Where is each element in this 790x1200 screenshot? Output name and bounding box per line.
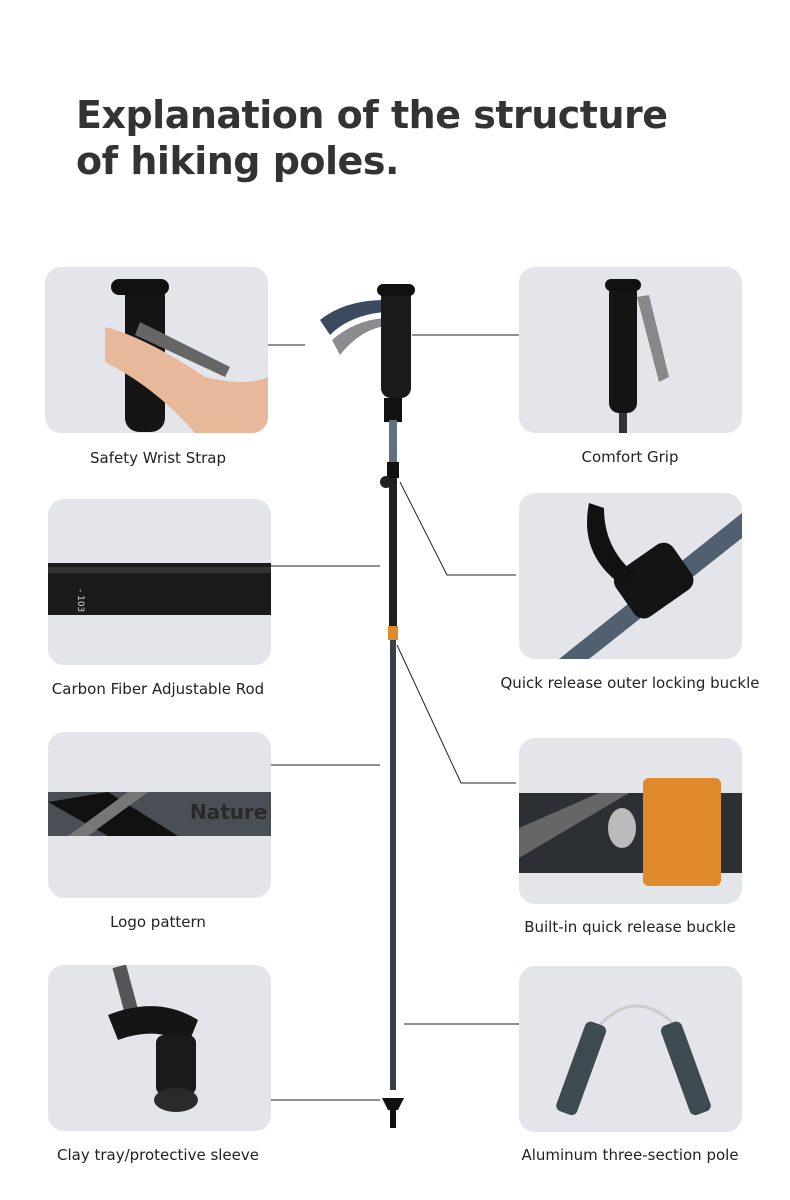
label-logo-pattern: Logo pattern xyxy=(110,913,206,931)
label-outer-buckle: Quick release outer locking buckle xyxy=(500,674,760,692)
page-title: Explanation of the structure of hiking p… xyxy=(76,93,668,183)
logo-pattern-image: Nature xyxy=(48,732,271,898)
carbon-rod-image: - 103 - xyxy=(48,499,271,665)
label-builtin-buckle: Built-in quick release buckle xyxy=(524,918,736,936)
label-comfort-grip: Comfort Grip xyxy=(581,448,679,466)
rod-marking: - 103 - xyxy=(75,589,85,618)
label-safety-wrist-strap: Safety Wrist Strap xyxy=(90,449,226,467)
safety-wrist-strap-image xyxy=(45,267,268,433)
label-aluminum-pole: Aluminum three-section pole xyxy=(521,1146,739,1164)
label-clay-tray: Clay tray/protective sleeve xyxy=(56,1146,259,1164)
clay-tray-image xyxy=(48,965,271,1131)
builtin-buckle-image xyxy=(519,738,742,904)
outer-buckle-image xyxy=(519,493,742,659)
aluminum-pole-image xyxy=(519,966,742,1132)
pole-illustration xyxy=(320,284,415,1128)
comfort-grip-image xyxy=(519,267,742,433)
label-carbon-rod: Carbon Fiber Adjustable Rod xyxy=(51,680,265,698)
logo-text: Nature xyxy=(190,800,267,824)
